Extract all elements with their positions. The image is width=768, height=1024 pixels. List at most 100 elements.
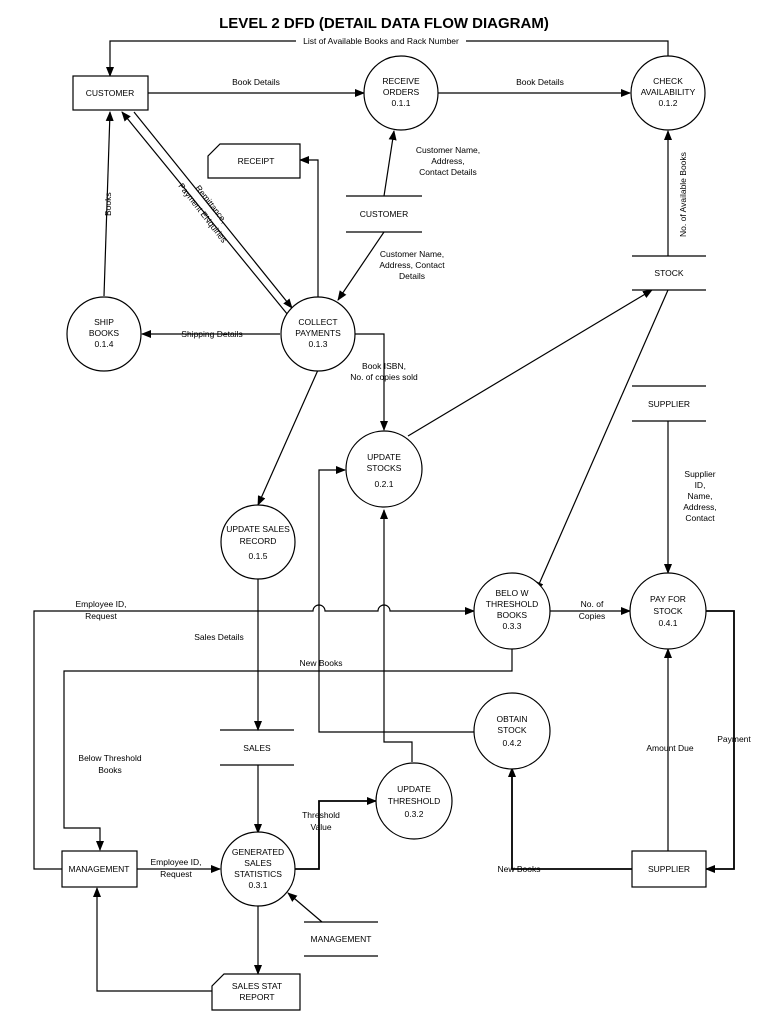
flow-management-to-below-threshold <box>33 604 475 870</box>
label-supplier-details-l4: Address, <box>683 502 717 512</box>
flow-stock-to-below-threshold <box>535 289 669 592</box>
process-collect-payments-l2: PAYMENTS <box>295 328 341 338</box>
entity-customer: CUSTOMER <box>72 75 149 111</box>
label-customer-name-2-l2: Address, Contact <box>379 260 445 270</box>
flow-customer-store-to-receive <box>383 130 397 197</box>
process-update-stocks-l1: UPDATE <box>367 452 401 462</box>
label-supplier-details-l5: Contact <box>685 513 715 523</box>
flow-supplier-to-obtain <box>508 767 632 870</box>
process-update-sales-record-l1: UPDATE SALES <box>226 524 290 534</box>
process-generated-sales-statistics: GENERATED SALES STATISTICS 0.3.1 <box>220 831 296 907</box>
process-below-threshold-l1: BELO W <box>495 588 528 598</box>
label-customer-name-2-l3: Details <box>399 271 425 281</box>
label-no-available-books: No. of Available Books <box>678 152 688 237</box>
process-obtain-stock: OBTAIN STOCK 0.4.2 <box>473 692 551 770</box>
flow-collect-to-receipt <box>299 156 319 297</box>
flow-customer-store-to-collect <box>337 231 385 301</box>
flow-management-store-to-statistics <box>287 892 323 923</box>
process-statistics-id: 0.3.1 <box>249 880 268 890</box>
process-receive-orders-l1: RECEIVE <box>382 76 420 86</box>
store-supplier-label: SUPPLIER <box>648 399 690 409</box>
entity-supplier: SUPPLIER <box>631 850 707 888</box>
label-new-books-1: New Books <box>300 658 343 668</box>
process-update-threshold-l1: UPDATE <box>397 784 431 794</box>
doc-report-l1: SALES STAT <box>232 981 282 991</box>
label-employee-request-2-l2: Request <box>160 869 192 879</box>
label-below-threshold-l2: Books <box>98 765 122 775</box>
label-employee-request-1-l2: Request <box>85 611 117 621</box>
process-obtain-stock-l1: OBTAIN <box>496 714 527 724</box>
label-threshold-value-l2: Value <box>310 822 331 832</box>
process-collect-payments-l1: COLLECT <box>298 317 337 327</box>
process-collect-payments: COLLECT PAYMENTS 0.1.3 <box>280 296 356 372</box>
process-below-threshold-id: 0.3.3 <box>503 621 522 631</box>
process-collect-payments-id: 0.1.3 <box>309 339 328 349</box>
doc-receipt-label: RECEIPT <box>238 156 275 166</box>
process-pay-for-stock-l2: STOCK <box>653 606 682 616</box>
process-receive-orders: RECEIVE ORDERS 0.1.1 <box>363 55 439 131</box>
store-stock-label: STOCK <box>654 268 683 278</box>
process-update-threshold: UPDATE THRESHOLD 0.3.2 <box>375 762 453 840</box>
process-check-availability-l1: CHECK <box>653 76 683 86</box>
process-pay-for-stock: PAY FOR STOCK 0.4.1 <box>629 572 707 650</box>
flow-report-to-management <box>93 887 212 992</box>
store-management-label: MANAGEMENT <box>311 934 372 944</box>
process-update-threshold-id: 0.3.2 <box>405 809 424 819</box>
entity-management-label: MANAGEMENT <box>69 864 130 874</box>
process-check-availability: CHECK AVAILABILITY 0.1.2 <box>630 55 706 131</box>
flow-update-threshold-to-stocks <box>380 509 413 762</box>
store-sales: SALES <box>220 729 294 766</box>
label-no-of-copies-l1: No. of <box>581 599 604 609</box>
process-update-sales-record: UPDATE SALES RECORD 0.1.5 <box>220 504 296 580</box>
process-below-threshold-books: BELO W THRESHOLD BOOKS 0.3.3 <box>473 572 551 650</box>
process-statistics-l2: SALES <box>244 858 272 868</box>
process-obtain-stock-id: 0.4.2 <box>503 738 522 748</box>
label-amount-due: Amount Due <box>646 743 694 753</box>
process-update-threshold-l2: THRESHOLD <box>388 796 440 806</box>
label-customer-name-2-l1: Customer Name, <box>380 249 444 259</box>
flow-customer-to-collect <box>133 111 293 309</box>
label-customer-name-1-l2: Address, <box>431 156 465 166</box>
flow-collect-to-update-stocks <box>353 333 388 431</box>
process-ship-books-id: 0.1.4 <box>95 339 114 349</box>
process-receive-orders-l2: ORDERS <box>383 87 420 97</box>
process-update-stocks-l2: STOCKS <box>367 463 402 473</box>
label-employee-request-2-l1: Employee ID, <box>150 857 201 867</box>
flow-collect-to-sales-record <box>257 369 319 506</box>
diagram-title: LEVEL 2 DFD (DETAIL DATA FLOW DIAGRAM) <box>219 15 549 32</box>
process-update-sales-record-l2: RECORD <box>240 536 277 546</box>
store-sales-label: SALES <box>243 743 271 753</box>
label-book-isbn-l2: No. of copies sold <box>350 372 418 382</box>
store-supplier: SUPPLIER <box>632 385 706 422</box>
process-update-stocks: UPDATE STOCKS 0.2.1 <box>345 430 423 508</box>
label-payment: Payment <box>717 734 751 744</box>
flow-update-stocks-to-stock <box>407 289 653 437</box>
process-receive-orders-id: 0.1.1 <box>392 98 411 108</box>
label-supplier-details-l1: Supplier <box>684 469 715 479</box>
process-check-availability-l2: AVAILABILITY <box>641 87 696 97</box>
label-customer-name-1-l1: Customer Name, <box>416 145 480 155</box>
process-obtain-stock-l2: STOCK <box>497 725 526 735</box>
label-threshold-value-l1: Threshold <box>302 810 340 820</box>
label-books: Books <box>103 192 113 216</box>
flow-ship-to-customer <box>103 111 114 297</box>
process-statistics-l3: STATISTICS <box>234 869 282 879</box>
label-shipping-details: Shipping Details <box>181 329 242 339</box>
flow-obtain-to-update-stocks <box>318 466 474 733</box>
entity-management: MANAGEMENT <box>61 850 138 888</box>
label-customer-name-1-l3: Contact Details <box>419 167 477 177</box>
entity-customer-label: CUSTOMER <box>86 88 135 98</box>
process-pay-for-stock-l1: PAY FOR <box>650 594 686 604</box>
doc-report-l2: REPORT <box>239 992 274 1002</box>
label-book-isbn-l1: Book ISBN, <box>362 361 406 371</box>
label-no-of-copies-l2: Copies <box>579 611 605 621</box>
label-list-available-books: List of Available Books and Rack Number <box>303 36 459 46</box>
label-sales-details: Sales Details <box>194 632 244 642</box>
flow-below-to-management <box>63 648 513 851</box>
process-update-sales-record-id: 0.1.5 <box>249 551 268 561</box>
entity-supplier-label: SUPPLIER <box>648 864 690 874</box>
process-statistics-l1: GENERATED <box>232 847 284 857</box>
process-check-availability-id: 0.1.2 <box>659 98 678 108</box>
store-stock: STOCK <box>632 255 706 291</box>
